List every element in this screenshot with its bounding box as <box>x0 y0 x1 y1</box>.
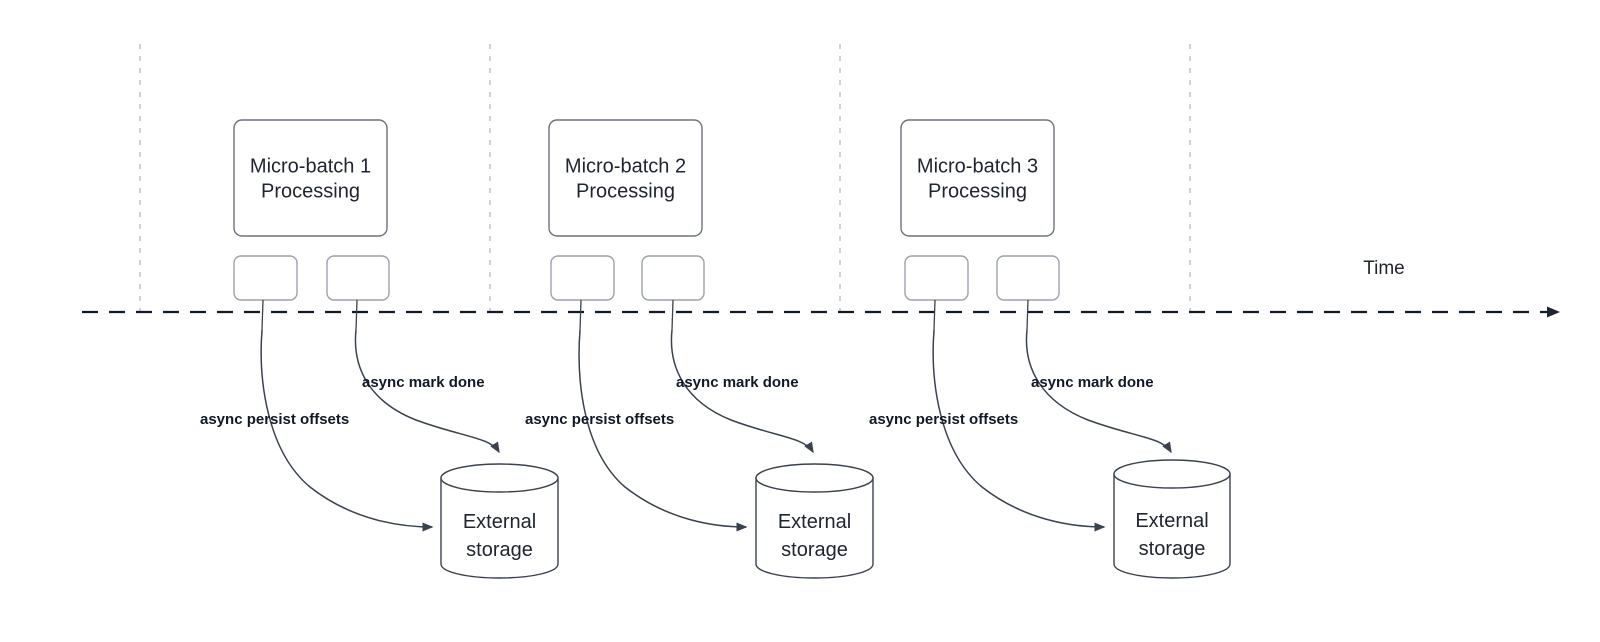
micro-batch-1-connector-1 <box>261 299 264 331</box>
timeline-gridlines <box>139 44 1191 320</box>
micro-batch-2-connector-2 <box>671 299 674 331</box>
micro-batch-1-box[interactable] <box>233 119 388 237</box>
micro-batch-1-persist-label: async persist offsets <box>200 411 349 428</box>
micro-batch-2-task-box-1[interactable] <box>550 255 615 301</box>
micro-batch-2-connector-1 <box>579 299 582 331</box>
external-storage-3-body <box>1113 473 1231 579</box>
time-axis-label: Time <box>1363 258 1405 279</box>
micro-batch-3-connector-2 <box>1026 299 1029 331</box>
external-storage-1-top <box>440 463 559 493</box>
group-1: Micro-batch 1 Processing async persist o… <box>200 119 559 579</box>
micro-batch-2-mark-done-arrow <box>670 329 814 454</box>
micro-batch-3-task-box-1[interactable] <box>904 255 969 301</box>
external-storage-1-body <box>440 477 559 579</box>
group-3: Micro-batch 3 Processing async persist o… <box>869 119 1231 579</box>
micro-batch-3-persist-label: async persist offsets <box>869 411 1018 428</box>
external-storage-1-label-line2: storage <box>466 539 533 561</box>
micro-batch-3-connector-1 <box>933 299 936 331</box>
micro-batch-1-mark-done-label: async mark done <box>362 374 485 391</box>
micro-batch-3-box[interactable] <box>900 119 1055 237</box>
external-storage-3-label-line2: storage <box>1139 538 1206 560</box>
external-storage-3[interactable]: External storage <box>1113 459 1231 579</box>
external-storage-1[interactable]: External storage <box>440 463 559 579</box>
micro-batch-1-persist-arrow <box>260 329 434 532</box>
micro-batch-1-title-line2: Processing <box>261 180 360 202</box>
micro-batch-1-task-box-2[interactable] <box>326 255 390 301</box>
micro-batch-3-task-box-2[interactable] <box>996 255 1060 301</box>
micro-batch-3-persist-arrow <box>932 329 1106 532</box>
micro-batch-1-title-line1: Micro-batch 1 <box>250 155 371 177</box>
external-storage-2-label-line2: storage <box>781 539 848 561</box>
group-2: Micro-batch 2 Processing async persist o… <box>525 119 874 579</box>
external-storage-3-label-line1: External <box>1135 510 1208 532</box>
time-axis: Time <box>82 258 1560 318</box>
external-storage-2-body <box>755 477 874 579</box>
micro-batch-2-persist-arrow <box>578 329 748 532</box>
micro-batch-2-mark-done-label: async mark done <box>676 374 799 391</box>
micro-batch-1-task-box-1[interactable] <box>233 255 298 301</box>
micro-batch-2-title-line1: Micro-batch 2 <box>565 155 686 177</box>
micro-batch-2-persist-label: async persist offsets <box>525 411 674 428</box>
micro-batch-2-title-line2: Processing <box>576 180 675 202</box>
micro-batch-1-mark-done-arrow <box>354 329 500 454</box>
micro-batch-2-task-box-2[interactable] <box>641 255 705 301</box>
external-storage-2-label-line1: External <box>778 511 851 533</box>
micro-batch-3-mark-done-arrow <box>1025 329 1172 454</box>
micro-batch-1-connector-2 <box>355 299 358 331</box>
external-storage-2[interactable]: External storage <box>755 463 874 579</box>
micro-batch-3-title-line2: Processing <box>928 180 1027 202</box>
micro-batch-3-title-line1: Micro-batch 3 <box>917 155 1038 177</box>
external-storage-2-top <box>755 463 874 493</box>
external-storage-1-label-line1: External <box>463 511 536 533</box>
external-storage-3-top <box>1113 459 1231 489</box>
micro-batch-2-box[interactable] <box>548 119 703 237</box>
micro-batch-3-mark-done-label: async mark done <box>1031 374 1154 391</box>
